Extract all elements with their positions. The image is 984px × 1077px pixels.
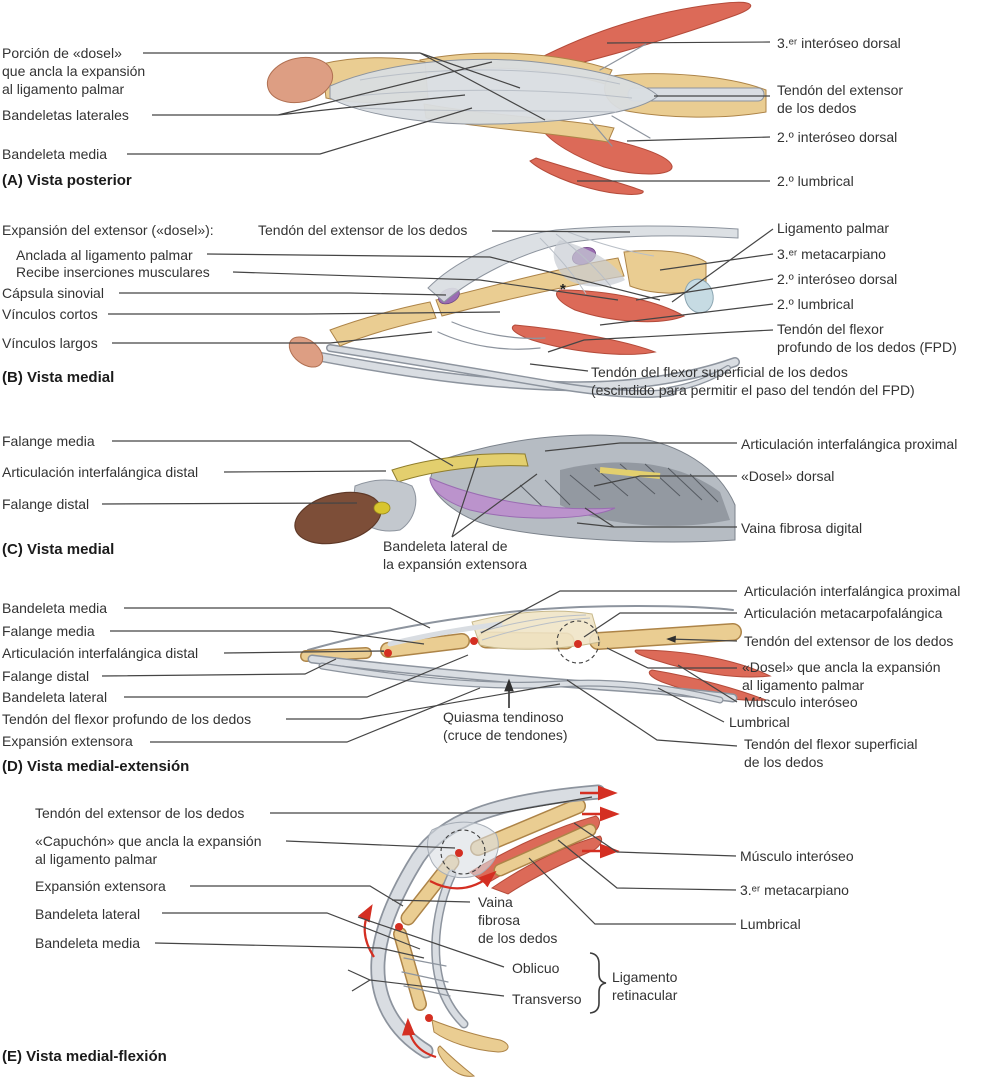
illustration-panel-a xyxy=(266,1,767,195)
dip-axis-dot xyxy=(384,649,392,657)
mcp-axis-dashed-circle xyxy=(556,620,600,664)
label-a-lumbrical-2: 2.º lumbrical xyxy=(777,173,854,189)
label-b-tendon-extensor: Tendón del extensor de los dedos xyxy=(258,222,468,238)
label-e-bandeleta-lateral: Bandeleta lateral xyxy=(35,906,141,922)
label-e-vaina-fibrosa: Vaina fibrosa de los dedos xyxy=(478,894,558,946)
caption-panel-e: (E) Vista medial-flexión xyxy=(2,1048,167,1065)
label-a-interoseo-dorsal-2: 2.º interóseo dorsal xyxy=(777,129,898,145)
illustration-panel-d xyxy=(300,605,772,708)
label-a-interoseo-dorsal-3: 3.ᵉʳ interóseo dorsal xyxy=(777,35,901,51)
label-d-falange-distal: Falange distal xyxy=(2,668,90,684)
label-c-bandeleta-lateral-expansion: Bandeleta lateral de la expansión extens… xyxy=(383,538,527,572)
label-e-metacarpiano-3: 3.ᵉʳ metacarpiano xyxy=(740,882,849,898)
label-d-quiasma: Quiasma tendinoso (cruce de tendones) xyxy=(443,709,568,743)
label-e-transverso: Transverso xyxy=(512,991,582,1007)
label-a-tendon-extensor: Tendón del extensor de los dedos xyxy=(777,82,904,116)
label-b-expansion-extensor: Expansión del extensor («dosel»): xyxy=(2,222,214,238)
mcp-axis-dashed-circle-flexion xyxy=(440,829,486,875)
label-c-articulacion-if-proximal: Articulación interfalángica proximal xyxy=(741,436,958,452)
retinacular-brace xyxy=(589,952,607,1014)
label-b-tendon-flexor-superficial: Tendón del flexor superficial de los ded… xyxy=(591,364,915,398)
label-b-tendon-flexor-profundo: Tendón del flexor profundo de los dedos … xyxy=(777,321,957,355)
label-d-tendon-flexor-superficial: Tendón del flexor superficial de los ded… xyxy=(744,736,918,770)
label-e-tendon-extensor: Tendón del extensor de los dedos xyxy=(35,805,245,821)
label-d-dosel-ancla: «Dosel» que ancla la expansión al ligame… xyxy=(742,659,941,693)
label-c-falange-media: Falange media xyxy=(2,433,95,449)
label-a-bandeleta-media: Bandeleta media xyxy=(2,146,108,162)
rotation-arrow-pip xyxy=(358,904,375,958)
pip-axis-dot xyxy=(470,637,478,645)
label-d-tendon-extensor: Tendón del extensor de los dedos xyxy=(744,633,954,649)
label-d-articulacion-if-proximal: Articulación interfalángica proximal xyxy=(744,583,961,599)
mcp-axis-dot xyxy=(574,640,582,648)
label-e-oblicuo: Oblicuo xyxy=(512,960,560,976)
asterisk-marker: * xyxy=(560,281,566,298)
label-c-vaina-fibrosa-digital: Vaina fibrosa digital xyxy=(741,520,863,536)
label-d-falange-media: Falange media xyxy=(2,623,95,639)
illustration-panel-e xyxy=(358,784,620,1077)
label-c-dosel-dorsal: «Dosel» dorsal xyxy=(741,468,835,484)
label-e-expansion-extensora: Expansión extensora xyxy=(35,878,166,894)
label-e-bandeleta-media: Bandeleta media xyxy=(35,935,141,951)
label-d-bandeleta-lateral: Bandeleta lateral xyxy=(2,689,108,705)
label-e-ligamento-retinacular: Ligamento retinacular xyxy=(612,969,678,1003)
label-e-musculo-interoseo: Músculo interóseo xyxy=(740,848,854,864)
label-b-vinculos-cortos: Vínculos cortos xyxy=(2,306,98,322)
caption-panel-c: (C) Vista medial xyxy=(2,541,115,558)
caption-panel-a: (A) Vista posterior xyxy=(2,172,132,189)
caption-panel-b: (B) Vista medial xyxy=(2,369,115,386)
label-e-capuchon: «Capuchón» que ancla la expansión al lig… xyxy=(35,833,262,867)
label-d-tendon-flexor-profundo: Tendón del flexor profundo de los dedos xyxy=(2,711,252,727)
leader-lines xyxy=(101,41,774,997)
label-b-interoseo-dorsal-2: 2.º interóseo dorsal xyxy=(777,271,898,287)
label-c-falange-distal: Falange distal xyxy=(2,496,90,512)
label-d-lumbrical: Lumbrical xyxy=(729,714,790,730)
label-d-bandeleta-media: Bandeleta media xyxy=(2,600,108,616)
label-b-metacarpiano-3: 3.ᵉʳ metacarpiano xyxy=(777,246,886,262)
label-e-lumbrical: Lumbrical xyxy=(740,916,801,932)
label-d-articulacion-if-distal: Articulación interfalángica distal xyxy=(2,645,199,661)
label-b-capsula-sinovial: Cápsula sinovial xyxy=(2,285,104,301)
label-b-anclada: Anclada al ligamento palmar xyxy=(16,247,193,263)
rotation-arrow-mcp xyxy=(429,870,497,890)
illustration-panel-c xyxy=(294,434,736,545)
label-a-bandeletas-laterales: Bandeletas laterales xyxy=(2,107,129,123)
label-d-musculo-interoseo: Músculo interóseo xyxy=(744,694,858,710)
label-b-lumbrical-2: 2.º lumbrical xyxy=(777,296,854,312)
caption-panel-d: (D) Vista medial-extensión xyxy=(2,758,190,775)
label-b-recibe: Recibe inserciones musculares xyxy=(16,264,210,280)
rotation-arrow-dip xyxy=(401,1017,437,1059)
label-a-porcion-dosel: Porción de «dosel» que ancla la expansió… xyxy=(2,45,146,97)
label-c-articulacion-if-distal: Articulación interfalángica distal xyxy=(2,464,199,480)
label-b-vinculos-largos: Vínculos largos xyxy=(2,335,98,351)
label-d-expansion-extensora: Expansión extensora xyxy=(2,733,133,749)
label-b-ligamento-palmar: Ligamento palmar xyxy=(777,220,890,236)
label-d-articulacion-mcf: Articulación metacarpofalángica xyxy=(744,605,943,621)
